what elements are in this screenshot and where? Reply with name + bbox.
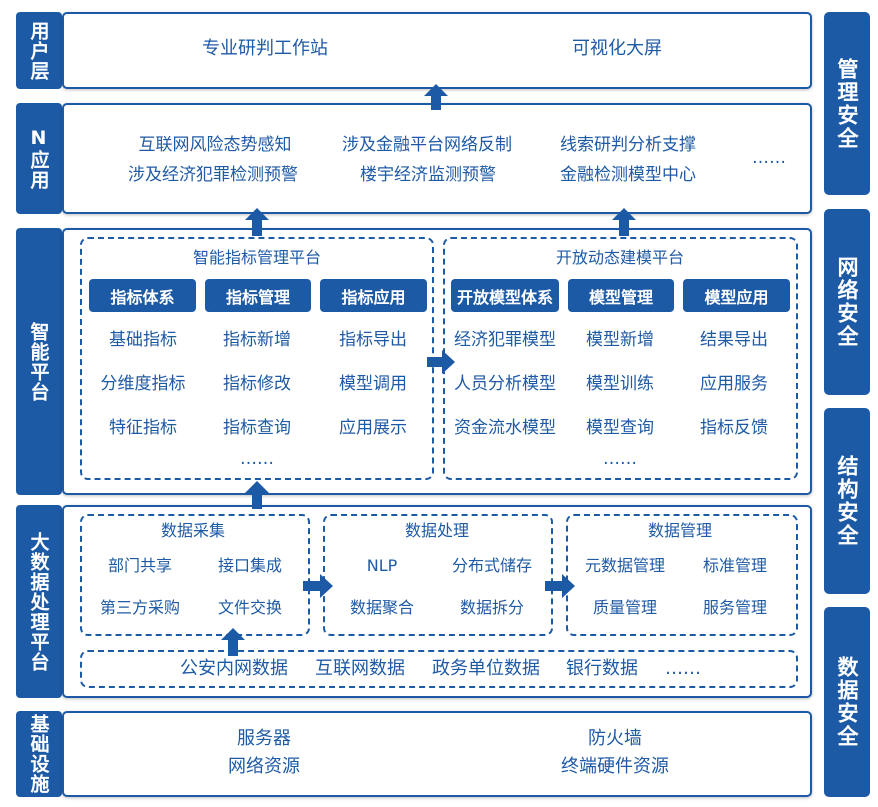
data-source-more: ……	[665, 658, 701, 679]
data-manage-title: 数据管理	[647, 521, 713, 540]
indicator-cell: 应用展示	[339, 418, 407, 438]
data-collect-item: 第三方采购	[99, 598, 181, 617]
data-manage-item: 元数据管理	[584, 556, 666, 575]
layer-label-n-app: N应用	[16, 103, 62, 214]
user-layer-panel	[62, 12, 812, 89]
arrow-up-icon	[612, 208, 636, 236]
indicator-platform-box	[80, 237, 434, 480]
data-process-item: 数据聚合	[349, 598, 415, 617]
indicator-header: 指标应用	[320, 279, 427, 312]
data-collect-item: 文件交换	[217, 598, 283, 617]
n-app-item: 互联网风险态势感知	[138, 135, 292, 155]
data-process-item: 数据拆分	[459, 598, 525, 617]
model-cell: 经济犯罪模型	[454, 330, 556, 350]
n-app-layer-panel	[62, 103, 812, 214]
infra-layer-panel	[62, 711, 812, 797]
n-app-item: 楼宇经济监测预警	[360, 165, 496, 185]
data-collect-box	[80, 514, 310, 636]
arrow-right-icon	[303, 574, 333, 598]
indicator-cell: 模型调用	[339, 374, 407, 394]
data-process-item: NLP	[366, 556, 398, 575]
n-app-item: 金融检测模型中心	[560, 165, 696, 185]
infra-item: 网络资源	[228, 756, 300, 777]
data-sources-box	[80, 650, 798, 688]
data-manage-box	[566, 514, 798, 636]
data-manage-item: 质量管理	[592, 598, 658, 617]
n-app-more: ……	[752, 148, 786, 168]
model-header: 模型应用	[683, 279, 790, 312]
data-collect-item: 部门共享	[107, 556, 173, 575]
user-item: 可视化大屏	[572, 38, 662, 59]
n-app-item: 线索研判分析支撑	[560, 135, 696, 155]
arrow-up-icon	[245, 208, 269, 236]
n-app-item: 涉及经济犯罪检测预警	[128, 165, 298, 185]
model-cell: 模型查询	[586, 418, 654, 438]
arrow-up-icon	[424, 84, 448, 110]
indicator-header: 指标管理	[205, 279, 311, 312]
user-item: 专业研判工作站	[202, 38, 328, 59]
security-label: 结构安全	[824, 408, 870, 594]
data-source-item: 银行数据	[566, 658, 638, 679]
data-source-item: 公安内网数据	[180, 658, 288, 679]
indicator-cell: 指标查询	[223, 418, 291, 438]
model-cell: 资金流水模型	[454, 418, 556, 438]
layer-label-smart: 智能平台	[16, 228, 62, 495]
data-manage-item: 服务管理	[702, 598, 768, 617]
model-header: 模型管理	[568, 279, 674, 312]
model-cell: 模型训练	[586, 374, 654, 394]
data-process-item: 分布式储存	[451, 556, 533, 575]
model-cell: 指标反馈	[700, 418, 768, 438]
model-cell: 结果导出	[700, 330, 768, 350]
indicator-cell: 基础指标	[109, 330, 177, 350]
layer-label-bigdata: 大数据处理平台	[16, 505, 62, 698]
model-platform-title: 开放动态建模平台	[555, 248, 685, 267]
model-cell: 模型新增	[586, 330, 654, 350]
indicator-cell: 分维度指标	[100, 374, 186, 394]
data-collect-item: 接口集成	[217, 556, 283, 575]
n-app-item: 涉及金融平台网络反制	[342, 135, 512, 155]
indicator-cell: 特征指标	[109, 418, 177, 438]
infra-item: 服务器	[237, 728, 291, 749]
arrow-up-icon	[245, 481, 269, 509]
security-label: 管理安全	[824, 12, 870, 195]
model-cell: 人员分析模型	[454, 374, 556, 394]
indicator-platform-title: 智能指标管理平台	[192, 248, 322, 267]
data-process-title: 数据处理	[404, 521, 470, 540]
indicator-cell: 指标新增	[223, 330, 291, 350]
data-manage-item: 标准管理	[702, 556, 768, 575]
bigdata-layer-panel	[62, 505, 812, 698]
infra-item: 防火墙	[588, 728, 642, 749]
indicator-cell: 指标导出	[339, 330, 407, 350]
indicator-header: 指标体系	[89, 279, 196, 312]
indicator-cell: 指标修改	[223, 374, 291, 394]
model-platform-box	[443, 237, 798, 480]
data-source-item: 互联网数据	[315, 658, 405, 679]
arrow-right-icon	[545, 574, 575, 598]
arrow-right-icon	[427, 350, 455, 374]
data-collect-title: 数据采集	[160, 521, 226, 540]
layer-label-user: 用户层	[16, 12, 62, 89]
security-label: 网络安全	[824, 209, 870, 395]
security-label: 数据安全	[824, 607, 870, 797]
model-cell: 应用服务	[700, 374, 768, 394]
data-source-item: 政务单位数据	[432, 658, 540, 679]
infra-item: 终端硬件资源	[561, 756, 669, 777]
data-process-box	[323, 514, 553, 636]
indicator-more: ……	[240, 449, 274, 469]
arrow-up-icon	[221, 628, 245, 656]
model-more: ……	[603, 449, 637, 469]
layer-label-infra: 基础设施	[16, 711, 62, 797]
model-header: 开放模型体系	[451, 279, 559, 312]
